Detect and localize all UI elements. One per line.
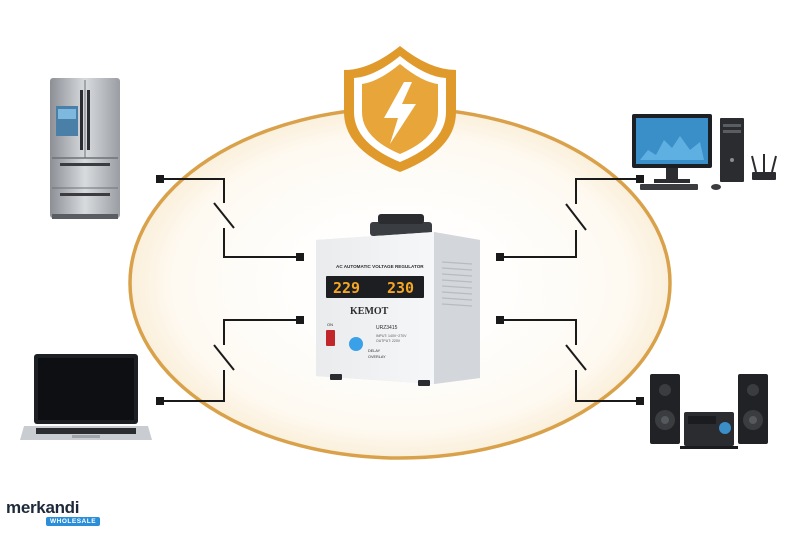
laptop-icon (20, 354, 152, 440)
spec-input: INPUT: 140V~270V (376, 334, 407, 338)
lightning-bolt-icon (384, 82, 416, 144)
wire-top-left (160, 178, 225, 203)
regulator-brand: KEMOT (350, 306, 389, 317)
display-panel (326, 276, 424, 298)
output-voltage-readout: 230 (387, 279, 414, 297)
power-switch (326, 330, 335, 346)
wholesale-tag: WHOLESALE (46, 517, 101, 526)
switch-label: ON (327, 322, 333, 327)
spec-output: OUTPUT: 220V (376, 339, 401, 343)
voltage-regulator: 229 230 AC AUTOMATIC VOLTAGE REGULATOR K… (316, 214, 480, 386)
wire-top-right (500, 230, 577, 258)
model-number: URZ3415 (376, 325, 398, 331)
merkandi-logo: merkandi (6, 498, 80, 517)
wire-terminals (156, 175, 644, 405)
speakers-icon (650, 374, 768, 449)
regulator-title: AC AUTOMATIC VOLTAGE REGULATOR (336, 264, 424, 269)
overload-label: OVERLAY (368, 355, 386, 359)
computer-icon (632, 114, 777, 190)
wire-bottom-right (500, 319, 577, 345)
wire-bottom-left (223, 319, 300, 345)
refrigerator-icon (50, 78, 120, 219)
delay-label: DELAY (368, 349, 381, 353)
input-voltage-readout: 229 (333, 279, 360, 297)
shield-icon (344, 46, 456, 172)
wiring (160, 178, 640, 402)
status-indicator (349, 337, 363, 351)
